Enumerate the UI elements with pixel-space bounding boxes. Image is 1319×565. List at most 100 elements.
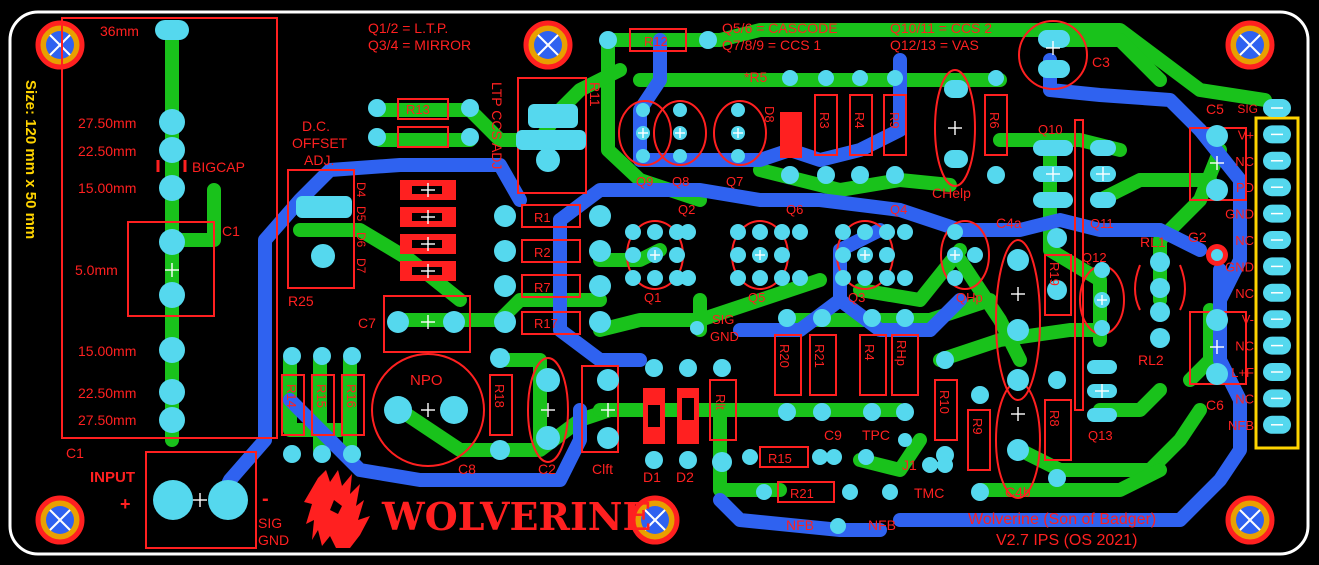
label-2250-top: 22.50mm [78, 143, 136, 159]
wolverine-logo-icon [304, 470, 370, 548]
label-c8: C8 [458, 461, 476, 477]
label-r14: R14 [284, 384, 299, 408]
label-input-plus: + [120, 494, 131, 514]
board-outline [8, 10, 1310, 556]
label-c1-bottom: C1 [66, 445, 84, 461]
label-c2: C2 [538, 461, 556, 477]
connector-pin-label: V- [1242, 312, 1254, 327]
mount-hole-br [1225, 495, 1275, 545]
label-qhp: QHp [956, 290, 983, 305]
bigcap-silkscreen [61, 17, 278, 439]
label-r21: R21 [812, 344, 827, 368]
label-r17: R17 [534, 316, 558, 331]
label-5mm: 5.0mm [75, 262, 118, 278]
label-tpc: TPC [862, 427, 890, 443]
label-tmc: TMC [914, 485, 944, 501]
label-q2: Q2 [678, 202, 695, 217]
note-q1q2: Q1/2 = L.T.P. [368, 20, 448, 36]
label-rl1: RL1 [1140, 234, 1166, 250]
label-input-sig: SIG [258, 515, 282, 531]
mount-hole-tr [1225, 20, 1275, 70]
label-board-size: Size: 120 mm x 50 mm [22, 80, 39, 239]
note-q5q6: Q5/6 = CASCODE [722, 20, 838, 36]
connector-pin-label: PD [1236, 180, 1254, 195]
label-c4a: C4a [996, 215, 1022, 231]
label-q13: Q13 [1088, 428, 1113, 443]
label-q3: Q3 [848, 290, 865, 305]
label-r16: R16 [344, 384, 359, 408]
label-r2: R2 [534, 245, 551, 260]
label-q8: Q8 [672, 174, 689, 189]
mount-hole-bm [630, 495, 680, 545]
label-input: INPUT [90, 469, 135, 486]
label-r7: R7 [534, 280, 551, 295]
label-r5: *R5 [744, 69, 768, 85]
connector-pin-label: NC [1235, 286, 1254, 301]
label-npo: NPO [410, 372, 443, 389]
label-c7: C7 [358, 315, 376, 331]
label-dc: D.C. [302, 118, 330, 134]
label-d1: D1 [643, 469, 661, 485]
label-chelp: CHelp [932, 185, 971, 201]
label-r15: R15 [314, 384, 329, 408]
label-36mm: 36mm [100, 23, 139, 39]
label-q4: Q4 [890, 202, 907, 217]
label-2750-bottom: 27.50mm [78, 412, 136, 428]
label-r1: R1 [534, 210, 551, 225]
label-r3: R3 [817, 112, 832, 129]
label-r9-lower: R9 [970, 418, 985, 435]
label-q11: Q11 [1090, 216, 1114, 231]
label-r9: R9 [887, 112, 902, 129]
mount-hole-bl [35, 495, 85, 545]
label-d8: D8 [762, 106, 777, 123]
label-q12: Q12 [1082, 250, 1107, 265]
label-j1: J1 [902, 457, 917, 473]
connector-pin-label: NC [1235, 339, 1254, 354]
connector-pin-label: L+F [1231, 365, 1254, 380]
label-q7: Q7 [726, 174, 743, 189]
label-rlt: Rlt [713, 394, 728, 410]
label-15-top: 15.00mm [78, 180, 136, 196]
note-q10q11: Q10/11 = CCS 2 [890, 20, 992, 36]
label-g2: G2 [1188, 229, 1207, 245]
label-2250-bottom: 22.50mm [78, 385, 136, 401]
mount-hole-tm [523, 20, 573, 70]
label-q10: Q10 [1038, 122, 1063, 137]
connector-pin-label: NFB [1228, 418, 1254, 433]
label-q1: Q1 [644, 290, 661, 305]
label-offset: OFFSET [292, 135, 348, 151]
label-input-minus: - [262, 488, 269, 510]
connector-pin-label: V+ [1238, 127, 1254, 142]
label-d5: D5 [354, 206, 368, 222]
mounting-holes [35, 20, 1275, 545]
silkscreen-text: Q1/2 = L.T.P. Q3/4 = MIRROR Q5/6 = CASCO… [22, 20, 1224, 549]
label-r19: R19 [1047, 262, 1062, 286]
label-r10: R10 [937, 390, 952, 414]
label-c4b: C4b [1005, 484, 1031, 500]
label-r13: R13 [406, 102, 430, 117]
label-r25: R25 [288, 293, 314, 309]
label-gnd: GND [710, 329, 739, 344]
board-title: Wolverine (Son of Badger) [968, 511, 1156, 528]
label-r15-lower: R15 [768, 451, 792, 466]
label-r20: R20 [777, 344, 792, 368]
label-2750-top: 27.50mm [78, 115, 136, 131]
note-q3q4: Q3/4 = MIRROR [368, 37, 471, 53]
label-d2: D2 [676, 469, 694, 485]
label-r12: R12 [644, 34, 668, 49]
label-c3: C3 [1092, 54, 1110, 70]
label-r6: R6 [987, 112, 1002, 129]
label-c6: C6 [1206, 397, 1224, 413]
label-r8: R8 [1047, 410, 1062, 427]
connector-pin-label: NC [1235, 154, 1254, 169]
board-version: V2.7 IPS (OS 2021) [996, 532, 1137, 549]
connector-pin-label: SIG [1237, 102, 1258, 116]
mount-hole-tl [35, 20, 85, 70]
label-sig: SIG [712, 312, 734, 327]
wolverine-logo-text: WOLVERINE [381, 494, 652, 539]
label-r18: R18 [492, 384, 507, 408]
label-adj: ADJ. [304, 152, 334, 168]
